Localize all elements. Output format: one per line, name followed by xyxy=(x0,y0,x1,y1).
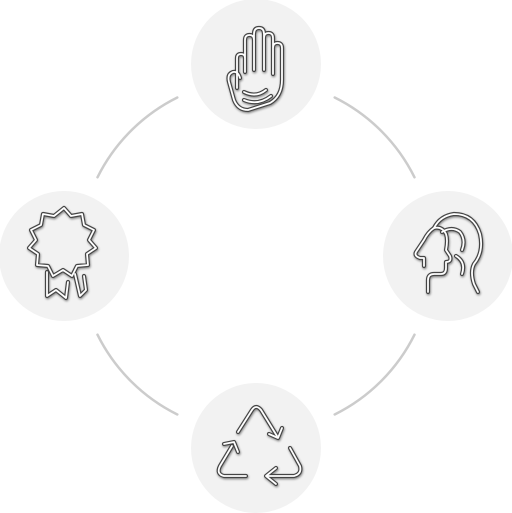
head-profile-icon xyxy=(413,211,484,295)
raised-hand-icon xyxy=(226,25,285,113)
node-bottom xyxy=(191,383,321,513)
award-ribbon-icon xyxy=(26,205,99,301)
recycle-arrows-icon xyxy=(216,404,303,487)
arc-left-top xyxy=(96,96,179,179)
ring-connectors xyxy=(96,96,416,416)
arc-bottom-left xyxy=(96,333,179,416)
arc-top-right xyxy=(333,96,416,179)
arc-right-bottom xyxy=(333,333,416,416)
node-left xyxy=(0,191,129,321)
